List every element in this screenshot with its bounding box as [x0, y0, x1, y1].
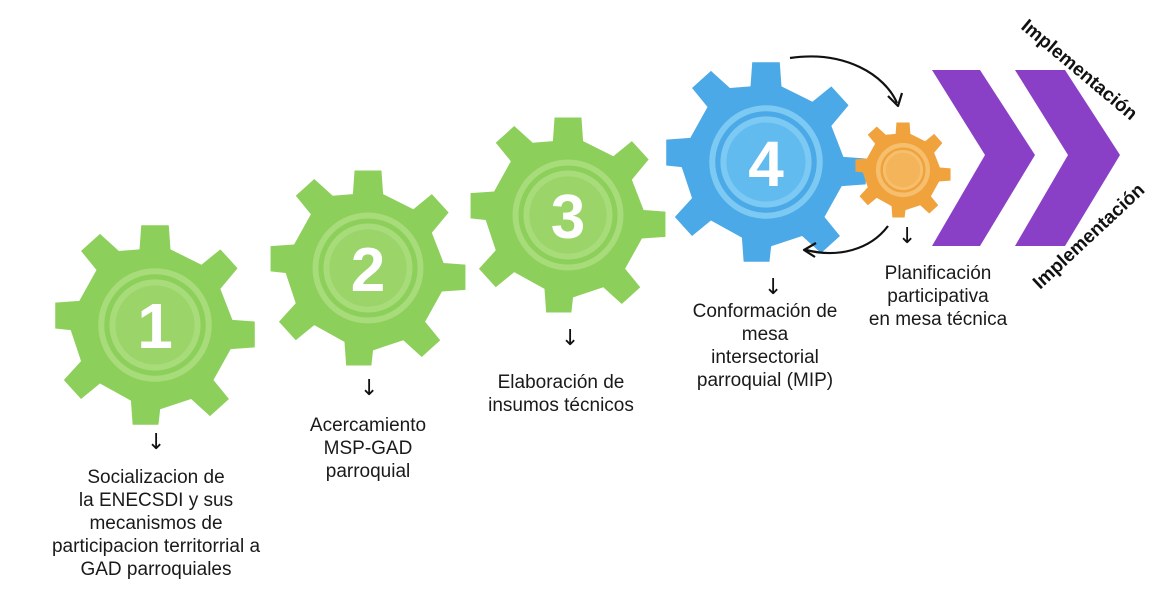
step-4-label: Conformación de mesa intersectorial parr… [692, 301, 838, 391]
gear-step-4 [666, 62, 866, 262]
down-arrow-4: ↓ [764, 275, 783, 300]
gear-1-number: 1 [137, 290, 173, 362]
cycle-arrows [789, 55, 904, 258]
gear-4-number: 4 [748, 128, 784, 200]
gear-step-5 [855, 122, 951, 218]
step-2-label: Acercamiento MSP-GAD parroquial [309, 415, 427, 482]
down-arrow-5: ↓ [898, 224, 917, 249]
gear-3-number: 3 [551, 183, 585, 252]
gear-2-number: 2 [351, 236, 385, 305]
step-1-label: Socializacion de la ENECSDI y sus mecani… [51, 467, 261, 580]
chevron-1 [932, 70, 1035, 246]
down-arrow-2: ↓ [360, 376, 379, 401]
step-5-label: Planificación participativa en mesa técn… [868, 263, 1008, 330]
implementation-chevrons [932, 70, 1120, 246]
gear-step-1 [55, 225, 255, 425]
down-arrow-3: ↓ [561, 326, 580, 351]
chevron-2 [1015, 70, 1120, 246]
down-arrow-1: ↓ [147, 430, 166, 455]
gear-step-3 [470, 117, 666, 313]
gear-step-2 [270, 170, 466, 366]
step-3-label: Elaboración de insumos técnicos [488, 372, 634, 416]
